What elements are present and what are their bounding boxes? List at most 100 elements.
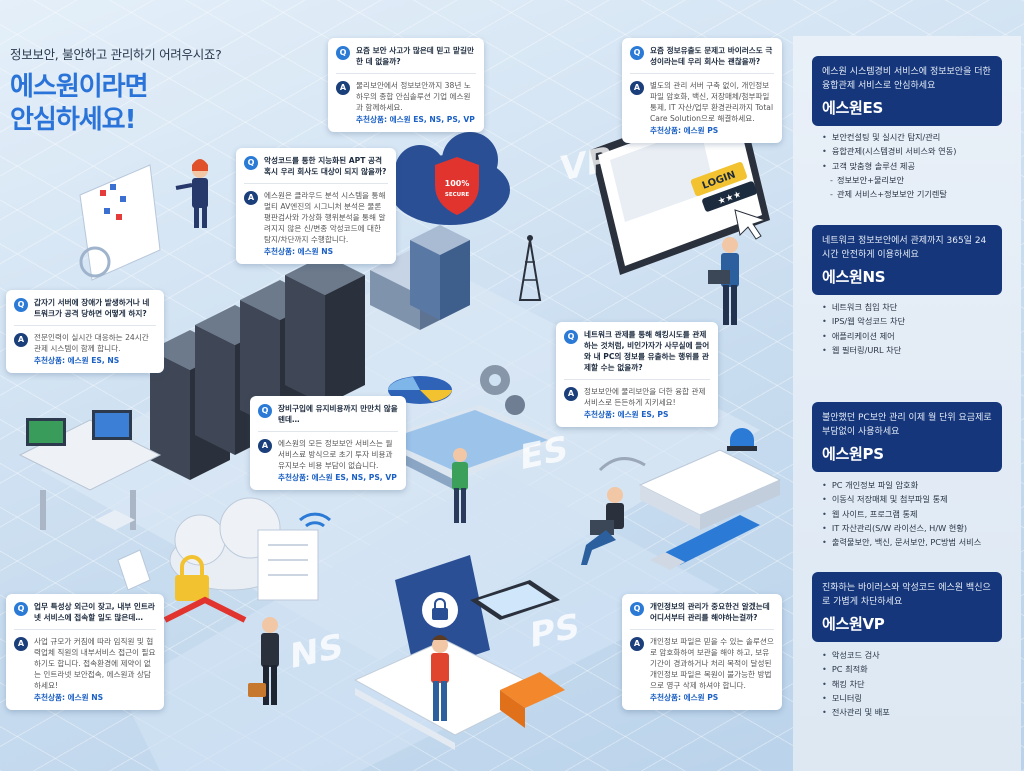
answer-block: 개인정보 파일은 믿을 수 있는 솔루션으로 암호화하여 보관을 해야 하고, … bbox=[650, 636, 774, 703]
feature-item: 보안컨설팅 및 실시간 탐지/관리 bbox=[822, 130, 1012, 144]
product-name: 에스원ES bbox=[822, 99, 883, 117]
answer-block: 별도의 관리 서버 구축 없이, 개인정보 파일 암호화, 백신, 저장매체/첨… bbox=[650, 80, 774, 136]
gears bbox=[480, 365, 525, 415]
product-card-vp: 진화하는 바이러스와 악성코드 에스원 백신으로 가볍게 차단하세요 에스원VP bbox=[812, 572, 1002, 642]
document-icon bbox=[117, 549, 151, 591]
answer-text: 에스원의 모든 정보보안 서비스는 월 서비스료 방식으로 초기 투자 비용과 … bbox=[278, 439, 393, 470]
answer-row: A 정보보안에 물리보안을 더한 융합 관제 서비스로 든든하게 지키세요!추천상… bbox=[564, 379, 710, 420]
alert-siren-icon bbox=[727, 428, 757, 451]
recommended-product: 추천상품: 에스원 NS bbox=[264, 247, 334, 256]
product-card-es: 에스원 시스템경비 서비스에 정보보안을 더한 융합관제 서비스로 안심하세요 … bbox=[812, 56, 1002, 126]
feature-item: IT 자산관리(S/W 라이선스, H/W 현황) bbox=[822, 521, 1012, 535]
feature-item: 전사관리 및 배포 bbox=[822, 705, 1012, 719]
answer-block: 물리보안에서 정보보안까지 38년 노하우의 종합 안심솔루션 기업 에스원과 … bbox=[356, 80, 476, 125]
businessman bbox=[248, 617, 279, 705]
answer-badge: A bbox=[14, 333, 28, 347]
product-description: 에스원 시스템경비 서비스에 정보보안을 더한 융합관제 서비스로 안심하세요 bbox=[822, 67, 991, 91]
answer-row: A 에스원의 모든 정보보안 서비스는 월 서비스료 방식으로 초기 투자 비용과… bbox=[258, 431, 398, 483]
answer-text: 전문인력이 실시간 대응하는 24시간 관제 시스템이 함께 합니다. bbox=[34, 333, 149, 353]
orange-folder-icon bbox=[500, 672, 565, 728]
product-description: 진화하는 바이러스와 악성코드 에스원 백신으로 가볍게 차단하세요 bbox=[822, 583, 991, 607]
question-text: 개인정보의 관리가 중요한건 알겠는데 어디서부터 관리를 해야하는걸까? bbox=[650, 602, 770, 622]
person-red bbox=[431, 635, 449, 721]
secure-badge-label: SECURE bbox=[445, 192, 469, 198]
answer-badge: A bbox=[336, 81, 350, 95]
question-badge: Q bbox=[14, 602, 28, 616]
presentation-board bbox=[79, 164, 161, 281]
product-features-es: 보안컨설팅 및 실시간 탐지/관리 융합관제(시스템경비 서비스와 연동) 고객… bbox=[822, 130, 1012, 202]
product-features-vp: 악성코드 검사 PC 최적화 해킹 차단 모니터링 전사관리 및 배포 bbox=[822, 648, 1012, 720]
question-text: 네트워크 관제를 통해 해킹시도를 관제하는 것처럼, 비인가자가 사무실에 들… bbox=[584, 330, 710, 372]
feature-item: PC 최적화 bbox=[822, 662, 1012, 676]
question-badge: Q bbox=[564, 330, 578, 344]
answer-row: A 에스원은 클라우드 분석 시스템을 통해 멀티 AV엔진의 시그니처 분석은 … bbox=[244, 183, 388, 257]
usb-stick bbox=[650, 515, 760, 570]
feature-item: 출력물보안, 백신, 문서보안, PC방범 서비스 bbox=[822, 535, 1012, 549]
cursor-arrow-icon bbox=[734, 209, 767, 240]
answer-badge: A bbox=[244, 191, 258, 205]
presenter-woman bbox=[175, 159, 208, 228]
feature-subitem: 관제 서비스+정보보안 기기렌탈 bbox=[822, 187, 1012, 201]
answer-badge: A bbox=[630, 81, 644, 95]
answer-text: 별도의 관리 서버 구축 없이, 개인정보 파일 암호화, 백신, 저장매체/첨… bbox=[650, 81, 774, 123]
question-row: Q 업무 특성상 외근이 잦고, 내부 인트라넷 서비스에 접속할 일도 많은데… bbox=[14, 601, 156, 623]
question-badge: Q bbox=[630, 46, 644, 60]
question-text: 갑자기 서버에 장애가 발생하거나 네트워크가 공격 당하면 어떻게 하지? bbox=[34, 298, 150, 318]
cloud-vault bbox=[163, 497, 332, 623]
recommended-product: 추천상품: 에스원 ES, NS, PS, VP bbox=[278, 473, 397, 482]
headline-title-line2: 안심하세요! bbox=[10, 104, 136, 135]
tablet-device bbox=[470, 580, 560, 620]
recommended-product: 추천상품: 에스원 PS bbox=[650, 693, 719, 702]
product-card-ps: 불안했던 PC보안 관리 이제 월 단위 요금제로 부담없이 사용하세요 에스원… bbox=[812, 402, 1002, 472]
question-text: 업무 특성상 외근이 잦고, 내부 인트라넷 서비스에 접속할 일도 많은데… bbox=[34, 602, 155, 622]
answer-badge: A bbox=[258, 439, 272, 453]
question-text: 요즘 보안 사고가 많은데 믿고 맡길만한 데 없을까? bbox=[356, 46, 475, 66]
answer-row: A 별도의 관리 서버 구축 없이, 개인정보 파일 암호화, 백신, 저장매체/… bbox=[630, 73, 774, 136]
chain-icon bbox=[163, 596, 247, 623]
product-name: 에스원PS bbox=[822, 445, 884, 463]
answer-text: 에스원은 클라우드 분석 시스템을 통해 멀티 AV엔진의 시그니처 분석은 물… bbox=[264, 191, 386, 244]
product-features-ps: PC 개인정보 파일 암호화 이동식 저장매체 및 첨부파일 통제 웹 사이트,… bbox=[822, 478, 1012, 550]
person-sitting bbox=[581, 487, 624, 565]
feature-item: 악성코드 검사 bbox=[822, 648, 1012, 662]
product-features-ns: 네트워크 침입 차단 IPS/웹 악성코드 차단 애플리케이션 제어 웹 필터링… bbox=[822, 300, 1012, 357]
headline-title: 에스원이라면 안심하세요! bbox=[10, 71, 270, 136]
product-name: 에스원VP bbox=[822, 615, 885, 633]
qa-bubble-remote: Q 업무 특성상 외근이 잦고, 내부 인트라넷 서비스에 접속할 일도 많은데…… bbox=[6, 594, 164, 710]
answer-badge: A bbox=[564, 387, 578, 401]
answer-row: A 물리보안에서 정보보안까지 38년 노하우의 종합 안심솔루션 기업 에스원과… bbox=[336, 73, 476, 125]
feature-item: 웹 사이트, 프로그램 통제 bbox=[822, 507, 1012, 521]
recommended-product: 추천상품: 에스원 ES, PS bbox=[584, 410, 669, 419]
product-name: 에스원NS bbox=[822, 268, 886, 286]
headline-title-line1: 에스원이라면 bbox=[10, 72, 149, 102]
monitoring-desk bbox=[18, 410, 162, 530]
qa-bubble-network: Q 네트워크 관제를 통해 해킹시도를 관제하는 것처럼, 비인가자가 사무실에 … bbox=[556, 322, 718, 427]
feature-item: IPS/웹 악성코드 차단 bbox=[822, 314, 1012, 328]
question-text: 악성코드를 통한 지능화된 APT 공격 혹시 우리 회사도 대상이 되지 않을… bbox=[264, 156, 387, 176]
feature-item: 웹 필터링/URL 차단 bbox=[822, 343, 1012, 357]
product-description: 네트워크 정보보안에서 관제까지 365일 24시간 안전하게 이용하세요 bbox=[822, 236, 987, 260]
headline-block: 정보보안, 불안하고 관리하기 어려우시죠? 에스원이라면 안심하세요! bbox=[10, 44, 270, 136]
feature-item: 고객 맞춤형 솔루션 제공 bbox=[822, 159, 1012, 173]
feature-item: 해킹 차단 bbox=[822, 677, 1012, 691]
isometric-illustration: 100% SECURE LOGIN ★★★ VP bbox=[18, 95, 782, 750]
antenna-tower bbox=[518, 235, 542, 301]
answer-block: 정보보안에 물리보안을 더한 융합 관제 서비스로 든든하게 지키세요!추천상품… bbox=[584, 386, 710, 420]
feature-item: 이동식 저장매체 및 첨부파일 통제 bbox=[822, 492, 1012, 506]
recommended-product: 추천상품: 에스원 PS bbox=[650, 126, 719, 135]
answer-text: 물리보안에서 정보보안까지 38년 노하우의 종합 안심솔루션 기업 에스원과 … bbox=[356, 81, 471, 112]
briefcase-icon bbox=[248, 683, 266, 697]
person-green bbox=[452, 448, 468, 523]
